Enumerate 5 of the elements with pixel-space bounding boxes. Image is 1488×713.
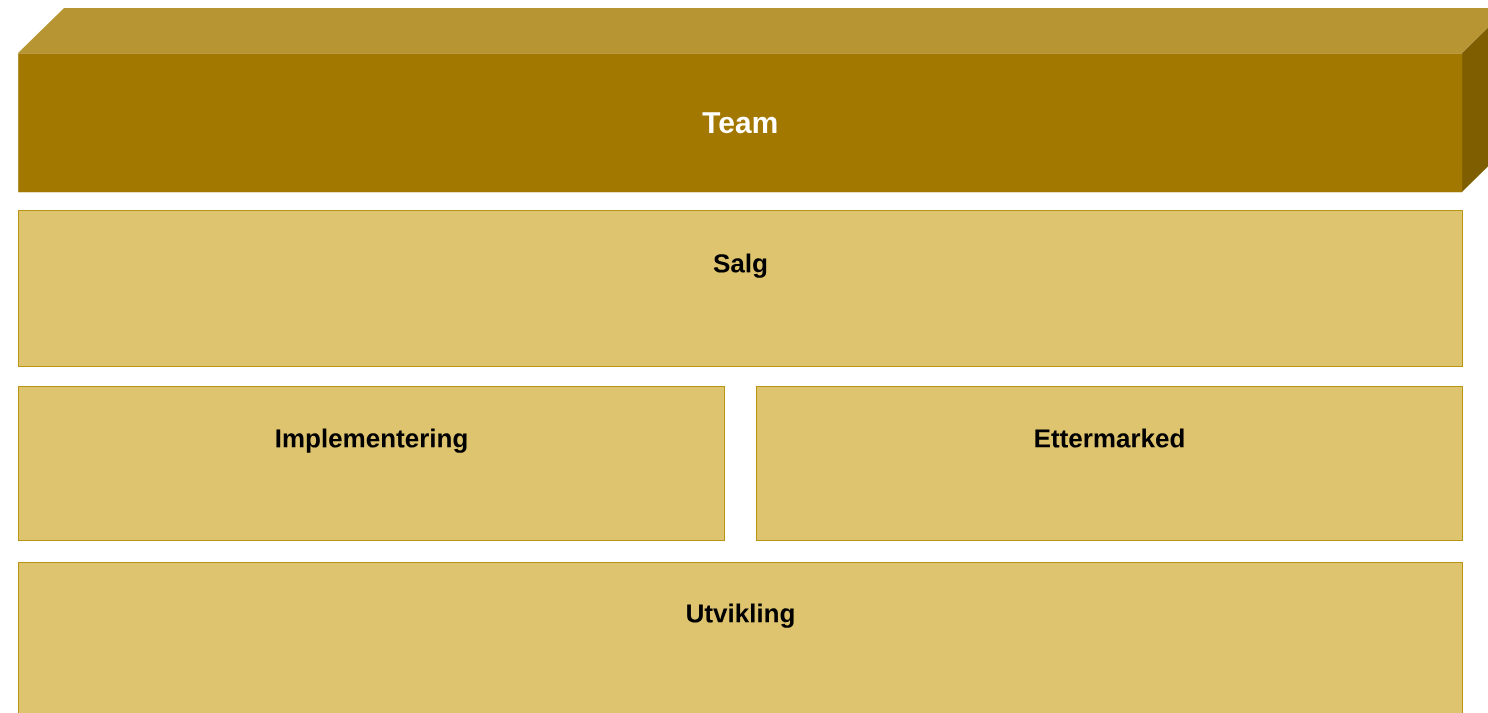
label-box: Ettermarked [756, 386, 1463, 541]
label-box: Implementering [18, 386, 725, 541]
3d-bar: Team [18, 8, 1488, 193]
label-box: Utvikling [18, 562, 1463, 713]
label-box: Salg [18, 210, 1463, 367]
